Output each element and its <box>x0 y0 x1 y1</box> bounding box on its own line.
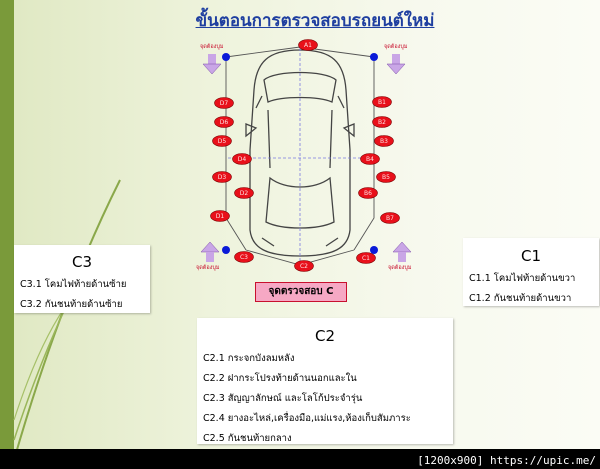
c2-item: C2.3 สัญญาลักษณ์ และโลโก้ประจำรุ่น <box>203 393 363 404</box>
point-d2-label: D2 <box>240 190 249 197</box>
point-a1-marker <box>298 39 318 51</box>
start-arrow-right-top-icon <box>386 54 406 75</box>
checkpoint-c-caption: จุดตรวจสอบ C <box>255 282 347 302</box>
point-d3-marker <box>212 171 232 183</box>
point-b3-label: B3 <box>380 138 388 145</box>
point-d7-marker <box>214 97 234 109</box>
point-c1-marker <box>356 252 376 264</box>
point-b3-marker <box>374 135 394 147</box>
c2-item: C2.5 กันชนท้ายกลาง <box>203 433 292 444</box>
point-c3-label: C3 <box>240 254 248 261</box>
point-d5-label: D5 <box>218 138 227 145</box>
start-arrow-left-top-icon <box>202 54 222 75</box>
point-d3-label: D3 <box>218 174 227 181</box>
point-c2-label: C2 <box>300 263 308 270</box>
point-b7-marker <box>380 212 400 224</box>
c1-item: C1.1 โคมไฟท้ายด้านขวา <box>469 273 576 284</box>
car-top-view-icon <box>245 49 355 257</box>
point-b6-label: B6 <box>364 190 372 197</box>
c2-item: C2.2 ฝากระโปรงท้ายด้านนอกและใน <box>203 373 357 384</box>
start-label-top-right: จุดต้องบูม <box>384 44 408 50</box>
point-b5-marker <box>376 171 396 183</box>
start-arrow-left-bottom-icon <box>200 241 220 262</box>
c1-item: C1.2 กันชนท้ายด้านขวา <box>469 293 572 304</box>
point-d5-marker <box>212 135 232 147</box>
point-b2-marker <box>372 116 392 128</box>
start-dot-bottom-right <box>370 246 378 254</box>
point-b5-label: B5 <box>382 174 390 181</box>
start-dot-top-left <box>222 53 230 61</box>
c3-item: C3.2 กันชนท้ายด้านซ้าย <box>20 299 123 310</box>
point-d4-marker <box>232 153 252 165</box>
c2-item: C2.4 ยางอะไหล่,เครื่องมือ,แม่แรง,ห้องเก็… <box>203 413 411 424</box>
point-d1-marker <box>210 210 230 222</box>
bottom-strip <box>0 449 600 469</box>
c2-item: C2.1 กระจกบังลมหลัง <box>203 353 295 364</box>
point-d6-marker <box>214 116 234 128</box>
point-b7-label: B7 <box>386 215 394 222</box>
c1-info-box: C1 C1.1 โคมไฟท้ายด้านขวา C1.2 กันชนท้ายด… <box>463 238 599 306</box>
point-d4-label: D4 <box>238 156 247 163</box>
start-label-bottom-left: จุดต้องบูม <box>196 265 220 271</box>
start-dot-top-right <box>370 53 378 61</box>
point-d7-label: D7 <box>220 100 229 107</box>
point-c3-marker <box>234 251 254 263</box>
point-b2-label: B2 <box>378 119 386 126</box>
start-label-top-left: จุดต้องบูม <box>200 44 224 50</box>
watermark: [1200x900] https://upic.me/ <box>417 454 596 467</box>
page-title: ขั้นตอนการตรวจสอบรถยนต์ใหม่ <box>195 11 435 31</box>
point-b1-marker <box>372 96 392 108</box>
c2-info-box: C2 C2.1 กระจกบังลมหลัง C2.2 ฝากระโปรงท้า… <box>197 318 453 444</box>
point-c1-label: C1 <box>362 255 370 262</box>
c3-item: C3.1 โคมไฟท้ายด้านซ้าย <box>20 279 127 290</box>
left-accent-bar <box>0 0 14 469</box>
point-d1-label: D1 <box>216 213 225 220</box>
point-b6-marker <box>358 187 378 199</box>
point-b4-marker <box>360 153 380 165</box>
point-d2-marker <box>234 187 254 199</box>
c2-title: C2 <box>314 327 336 345</box>
point-b4-label: B4 <box>366 156 374 163</box>
start-dot-bottom-left <box>222 246 230 254</box>
c1-title: C1 <box>520 247 542 265</box>
start-label-bottom-right: จุดต้องบูม <box>388 265 412 271</box>
point-b1-label: B1 <box>378 99 386 106</box>
point-a1-label: A1 <box>304 42 312 49</box>
point-c2-marker <box>294 260 314 272</box>
point-d6-label: D6 <box>220 119 229 126</box>
c3-info-box: C3 C3.1 โคมไฟท้ายด้านซ้าย C3.2 กันชนท้าย… <box>14 245 150 313</box>
start-arrow-right-bottom-icon <box>392 241 412 262</box>
c3-title: C3 <box>71 253 93 271</box>
